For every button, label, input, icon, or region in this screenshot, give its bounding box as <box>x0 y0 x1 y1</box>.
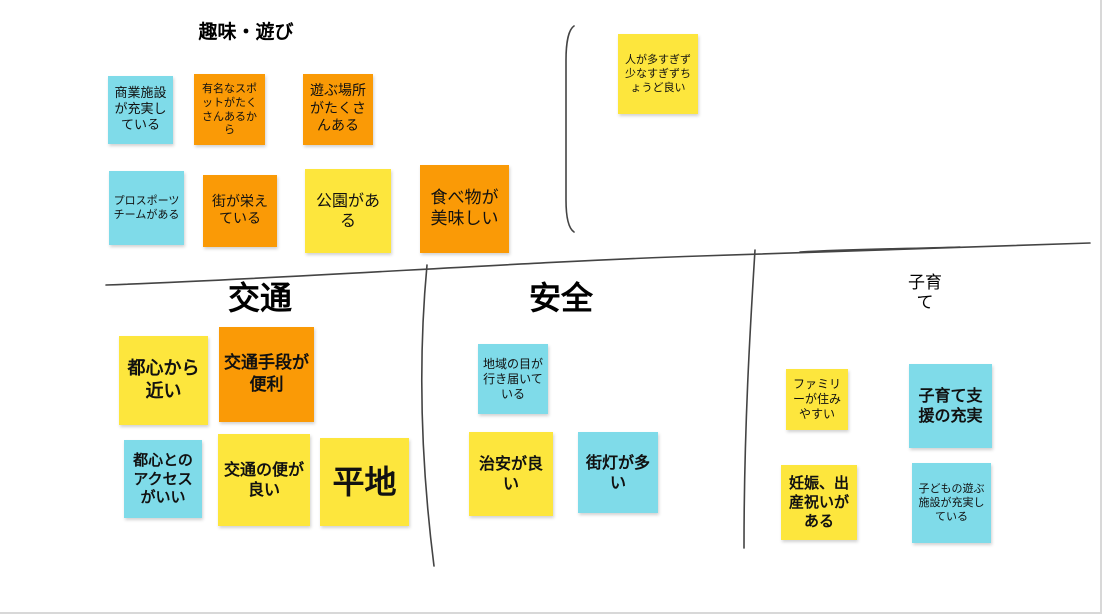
vertical-divider-left <box>420 264 435 567</box>
sticky-note-famous-spots[interactable]: 有名なスポットがたくさんあるから <box>194 74 265 145</box>
vertical-divider-right <box>743 249 756 549</box>
sticky-note-good-transit[interactable]: 交通の便が良い <box>218 434 310 526</box>
sticky-note-food[interactable]: 食べ物が美味しい <box>420 165 509 253</box>
sticky-note-center-access[interactable]: 都心とのアクセスがいい <box>124 440 202 518</box>
horizontal-divider-extension <box>799 246 961 253</box>
heading-childcare: 子育て <box>908 273 942 313</box>
sticky-note-near-center[interactable]: 都心から近い <box>119 336 208 425</box>
sticky-note-public-safety[interactable]: 治安が良い <box>469 432 553 516</box>
sticky-note-kids-facilities[interactable]: 子どもの遊ぶ施設が充実している <box>912 463 991 543</box>
sticky-note-family-friendly[interactable]: ファミリーが住みやすい <box>786 369 848 430</box>
horizontal-divider <box>105 242 1091 286</box>
sticky-note-play-places[interactable]: 遊ぶ場所がたくさんある <box>303 74 373 145</box>
sticky-note-pregnancy-gifts[interactable]: 妊娠、出産祝いがある <box>781 465 857 540</box>
heading-safety: 安全 <box>528 279 593 317</box>
sticky-note-crowd[interactable]: 人が多すぎず少なすぎずちょうど良い <box>618 34 698 114</box>
sticky-note-flat-land[interactable]: 平地 <box>320 438 409 526</box>
sticky-note-parks[interactable]: 公園がある <box>305 169 391 253</box>
sticky-note-pro-sports[interactable]: プロスポーツチームがある <box>109 171 184 245</box>
sticky-note-commercial[interactable]: 商業施設が充実している <box>108 76 173 144</box>
sticky-note-community-watch[interactable]: 地域の目が行き届いている <box>478 344 548 414</box>
heading-transport: 交通 <box>227 279 292 317</box>
sticky-note-streetlights[interactable]: 街灯が多い <box>578 432 658 513</box>
heading-hobby: 趣味・遊び <box>198 21 294 43</box>
sticky-note-bustling-town[interactable]: 街が栄えている <box>203 175 277 247</box>
sticky-note-childcare-support[interactable]: 子育て支援の充実 <box>909 364 992 448</box>
bracket-divider <box>565 25 575 233</box>
sticky-note-convenient-transit[interactable]: 交通手段が便利 <box>219 327 314 422</box>
